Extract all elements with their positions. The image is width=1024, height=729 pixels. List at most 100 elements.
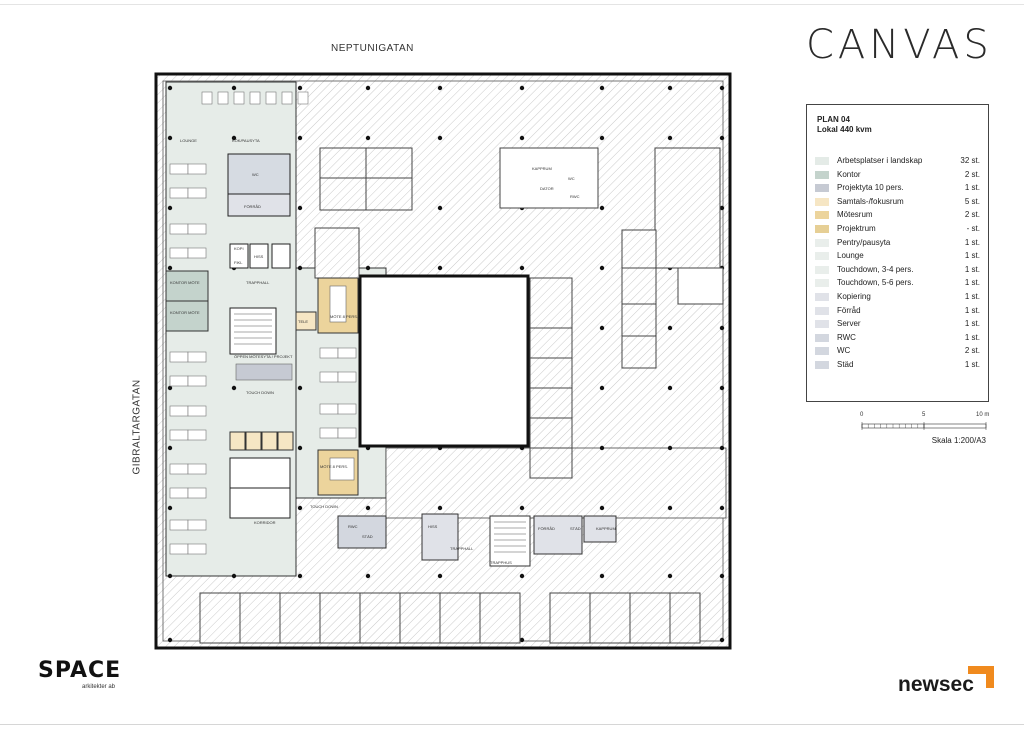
column-marker [599, 445, 605, 451]
column-marker [599, 385, 605, 391]
north-room-block-2 [499, 147, 599, 209]
column-marker [437, 573, 443, 579]
column-marker [297, 205, 303, 211]
column-marker [167, 265, 173, 271]
desk [169, 519, 189, 531]
desk [187, 487, 207, 499]
legend-label: Projektrum [837, 224, 876, 233]
label-kapprum: KAPPRUM [596, 526, 616, 531]
label-wc-2: WC [568, 176, 575, 181]
legend-row: Kopiering 1 st. [815, 291, 980, 304]
legend-swatch [815, 252, 829, 261]
legend-swatch [815, 306, 829, 315]
desk [319, 427, 339, 439]
label-fikl: FIKL [234, 260, 243, 265]
column-marker [667, 385, 673, 391]
legend-label: Kopiering [837, 292, 871, 301]
desk [187, 163, 207, 175]
label-forrad-2: FÖRRÅD [538, 526, 555, 531]
desk [169, 487, 189, 499]
legend-swatch [815, 265, 829, 274]
desk [297, 91, 309, 105]
label-hiss: HISS [254, 254, 264, 259]
legend-count: 1 st. [964, 292, 980, 301]
column-marker [167, 85, 173, 91]
desk [169, 223, 189, 235]
column-marker [437, 445, 443, 451]
column-marker [719, 205, 725, 211]
column-marker [599, 505, 605, 511]
wc-block [227, 153, 291, 195]
scale-bar: 0 5 10 m Skala 1:200/A3 [860, 412, 990, 452]
legend-swatch [815, 333, 829, 342]
legend-count: 2 st. [964, 169, 980, 179]
scale-tick-10: 10 m [976, 412, 990, 418]
column-marker [519, 445, 525, 451]
legend-swatch [815, 293, 829, 301]
legend-swatch [815, 184, 829, 193]
column-marker [519, 85, 525, 91]
legend-label: Pentry/pausyta [837, 237, 891, 247]
legend-label: Projektyta 10 pers. [837, 183, 904, 193]
legend-swatch [815, 361, 829, 369]
desk [249, 91, 261, 105]
desk [201, 91, 213, 105]
column-marker [167, 205, 173, 211]
legend-label: Förråd [837, 305, 861, 315]
label-trapphus: TRAPPHUS [490, 560, 512, 565]
label-touch-2: TOUCH DOWN [310, 504, 338, 509]
legend-count: 1 st. [964, 251, 980, 261]
desk [187, 405, 207, 417]
column-marker [719, 325, 725, 331]
legend-swatch [815, 197, 829, 206]
elevator-2 [249, 243, 269, 269]
east-core [337, 513, 617, 567]
column-marker [437, 505, 443, 511]
desk [337, 371, 357, 383]
desk [337, 427, 357, 439]
legend-title: PLAN 04 Lokal 440 kvm [817, 115, 872, 135]
desk [337, 347, 357, 359]
column-marker [365, 265, 371, 271]
desk [169, 463, 189, 475]
northwest-room [314, 227, 360, 279]
desk-clusters [169, 91, 357, 555]
column-marker [719, 135, 725, 141]
desk [169, 375, 189, 387]
column-marker [365, 573, 371, 579]
column-marker [719, 385, 725, 391]
scale-ruler [861, 422, 987, 430]
east-room-small [677, 267, 724, 305]
east-room-stack [621, 229, 657, 369]
label-trapphall: TRAPPHALL [246, 280, 270, 285]
column-marker [231, 385, 237, 391]
column-marker [297, 445, 303, 451]
legend-count: 1 st. [964, 264, 980, 274]
desk [169, 429, 189, 441]
legend-count: 1 st. [964, 319, 980, 329]
desk [187, 463, 207, 475]
legend-row: Projektrum- st. [815, 223, 980, 236]
column-marker [719, 637, 725, 643]
label-rwc: RWC [348, 524, 358, 529]
desk [187, 223, 207, 235]
desk [187, 187, 207, 199]
column-marker [599, 135, 605, 141]
legend-swatch [815, 320, 829, 329]
legend-label: Mötesrum [837, 210, 873, 220]
column-marker [437, 265, 443, 271]
label-kontor-2: KONTOR MÖTE [170, 310, 200, 315]
column-marker [667, 85, 673, 91]
column-marker [667, 445, 673, 451]
scale-tick-5: 5 [922, 412, 926, 418]
column-marker [297, 385, 303, 391]
label-oppen: ÖPPEN MÖTESYTA / PROJEKT [234, 354, 293, 359]
column-marker [365, 445, 371, 451]
desk [169, 351, 189, 363]
legend-label: Samtals-/fokusrum [837, 196, 904, 206]
legend-label: Arbetsplatser i landskap [837, 156, 923, 165]
label-stad-2: STÄD [570, 526, 581, 531]
